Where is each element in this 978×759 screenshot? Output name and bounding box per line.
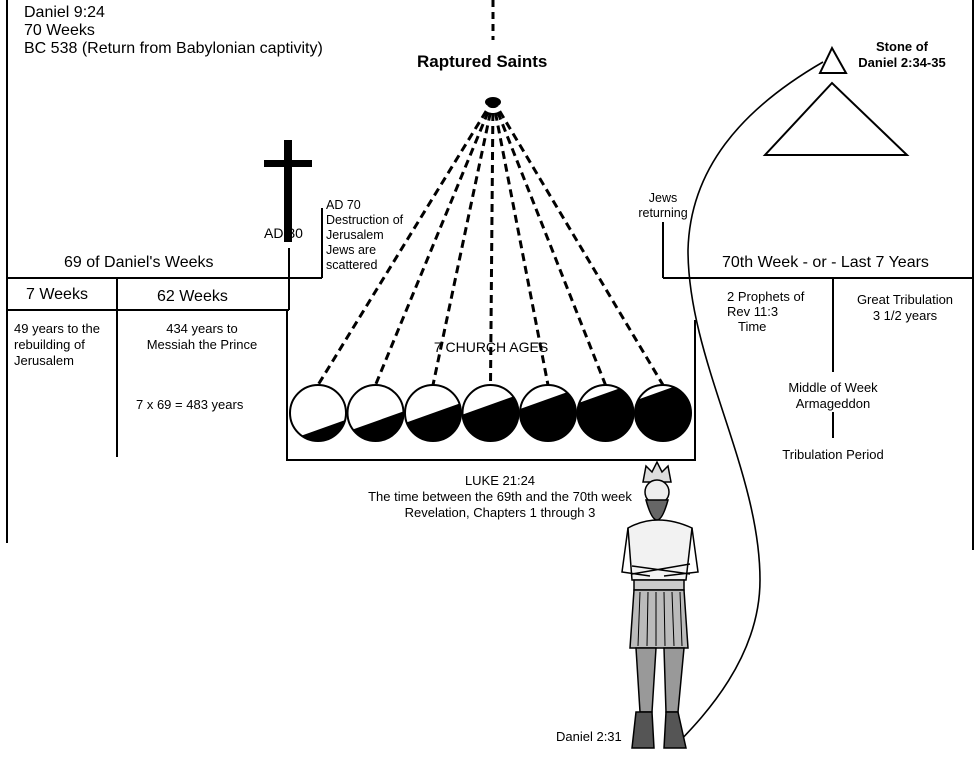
years434-line2: Messiah the Prince (146, 337, 258, 352)
statue-label: Daniel 2:31 (556, 729, 622, 744)
luke-line1: LUKE 21:24 (464, 473, 536, 488)
stone-label-2: Daniel 2:34-35 (858, 55, 946, 70)
tribulation-period-label: Tribulation Period (782, 447, 884, 462)
jews-returning-1: Jews (648, 191, 678, 205)
years434-line1: 434 years to (166, 321, 238, 336)
statue-icon (621, 460, 699, 749)
ad70-line4: Jews are (326, 243, 377, 257)
ad70-line3: Jerusalem (326, 228, 384, 242)
header-ref: Daniel 9:24 (24, 4, 105, 21)
prophets-line2: Rev 11:3 (727, 304, 779, 319)
church-ages (289, 384, 692, 442)
rapture-ray (491, 99, 665, 386)
luke-line2: The time between the 69th and the 70th w… (368, 489, 632, 504)
luke-line3: Revelation, Chapters 1 through 3 (404, 505, 596, 520)
rapture-rays (316, 99, 665, 386)
header-bc538: BC 538 (Return from Babylonian captivity… (24, 40, 323, 57)
years49-line2: rebuilding of (14, 337, 85, 352)
middle-line2: Armageddon (795, 396, 871, 411)
church-age-circle (289, 384, 347, 442)
prophets-line3: Time (738, 319, 767, 334)
weeks69-label: 69 of Daniel's Weeks (64, 254, 214, 271)
church-age-circle (519, 384, 577, 442)
prophets-line1: 2 Prophets of (727, 289, 805, 304)
church-age-circle (346, 384, 405, 442)
ad70-line5: scattered (326, 258, 378, 272)
great-trib-line2: 3 1/2 years (872, 308, 938, 323)
cross-bar (264, 160, 312, 167)
church-age-circle (576, 384, 635, 442)
middle-line1: Middle of Week (788, 380, 878, 395)
years49-line1: 49 years to the (14, 321, 100, 336)
rapture-ray (489, 99, 495, 386)
church-age-circle (404, 384, 462, 442)
church-age-circle (461, 384, 520, 442)
pyramid-icon (762, 81, 910, 156)
cross-icon (284, 140, 292, 242)
rapture-ray (491, 99, 550, 386)
raptured-saints-label: Raptured Saints (417, 52, 548, 71)
rapture-ray (431, 99, 495, 386)
great-trib-line1: Great Tribulation (856, 292, 954, 307)
calc-label: 7 x 69 = 483 years (136, 397, 244, 412)
stone-trajectory-curve (675, 61, 824, 746)
stone-label-1: Stone of (876, 39, 928, 54)
week70-label: 70th Week - or - Last 7 Years (722, 254, 929, 271)
header-weeks: 70 Weeks (24, 22, 95, 39)
ad70-line1: AD 70 (326, 198, 361, 212)
rapture-ray (316, 99, 495, 386)
weeks62-label: 62 Weeks (157, 288, 228, 305)
years49-line3: Jerusalem (14, 353, 74, 368)
ad70-line2: Destruction of (326, 213, 404, 227)
cross-label: AD 30 (264, 225, 303, 241)
church-age-circle (634, 384, 692, 442)
jews-returning-2: returning (638, 206, 688, 220)
church-ages-label: 7 CHURCH AGES (433, 339, 549, 355)
weeks7-label: 7 Weeks (26, 286, 88, 303)
stone-icon (818, 45, 848, 74)
church-age-box (286, 310, 696, 461)
